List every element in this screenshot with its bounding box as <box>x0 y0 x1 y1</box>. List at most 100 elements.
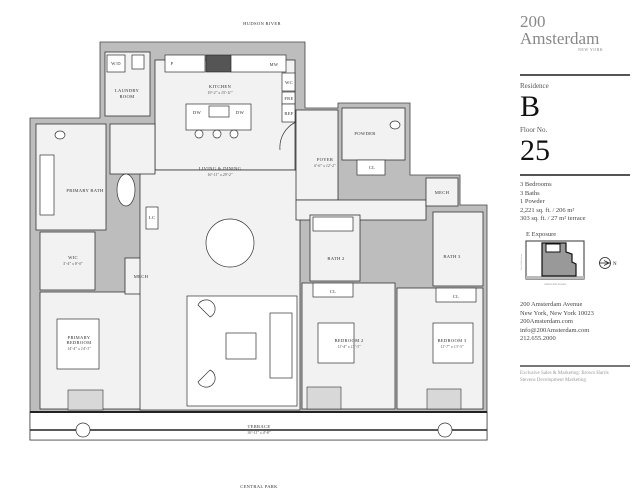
bedroom-2-dims: 11'-4" x 13'-3" <box>337 344 361 349</box>
north-arrow-icon: N <box>599 257 617 269</box>
wic-dims: 5'-4" x 8'-0" <box>63 261 83 266</box>
refrigerator-label: REF <box>284 111 293 116</box>
spec-bedrooms: 3 Bedrooms <box>520 181 552 188</box>
address-line1: 200 Amsterdam Avenue <box>520 301 583 308</box>
terrace-table <box>75 422 91 438</box>
floor-label: Floor No. <box>520 126 548 134</box>
sales-footer: Exclusive Sales & Marketing: Brown Harri… <box>520 370 609 384</box>
bath-3-label: BATH 3 <box>443 254 461 259</box>
primary-bedroom-label-2: BEDROOM <box>66 340 91 345</box>
sofa <box>269 312 293 379</box>
freezer-label: FRE <box>284 96 293 101</box>
desk-3 <box>426 388 462 410</box>
toilet <box>54 130 66 140</box>
pantry-cabinet <box>164 54 206 73</box>
foyer-label: FOYER <box>317 157 334 162</box>
washer-dryer <box>106 54 126 73</box>
desk <box>67 389 104 411</box>
coffee-table <box>225 332 257 360</box>
wine-cooler-label: WC <box>285 80 293 85</box>
laundry-label: LAUNDRY <box>115 88 140 93</box>
closet-3 <box>435 287 477 303</box>
terrace-dims: 36'-11" x 4'-8" <box>247 430 271 435</box>
north-label: N <box>613 262 617 267</box>
website-link[interactable]: 200Amsterdam.com <box>520 318 573 325</box>
south-orientation-label: CENTRAL PARK <box>240 484 278 489</box>
desk-2 <box>306 386 342 410</box>
bedroom-3-label: BEDROOM 3 <box>437 338 467 343</box>
keyplan-side-label: West 69th Street <box>520 253 523 270</box>
brand-logo-line2: Amsterdam <box>520 29 600 48</box>
floor-value: 25 <box>520 134 550 167</box>
linen-closet <box>145 206 159 230</box>
bedroom-2-label: BEDROOM 2 <box>334 338 364 343</box>
key-plan-unit-highlight <box>545 243 561 253</box>
stool <box>194 129 204 139</box>
divider <box>520 365 630 367</box>
footer-line2: Stevens Development Marketing <box>520 378 586 383</box>
microwave-label: MW <box>269 62 278 67</box>
divider <box>520 174 630 176</box>
brand-logo-line3: NEW YORK <box>578 47 604 52</box>
wic-label: WIC <box>68 255 78 260</box>
armchair <box>197 369 216 388</box>
unit-specs: 3 Bedrooms 3 Baths 1 Powder 2,221 sq. ft… <box>520 181 586 224</box>
floor-plan: HUDSON RIVER CENTRAL PARK P MW WC FRE RE… <box>29 21 488 489</box>
email-link[interactable]: info@200Amsterdam.com <box>520 326 590 334</box>
washer-dryer-label: W/D <box>111 61 121 66</box>
laundry-label-2: ROOM <box>120 94 135 99</box>
living-dining-dims: 16'-11" x 29'-2" <box>207 172 233 177</box>
dishwasher-label: DW <box>193 110 202 115</box>
island-sink <box>208 105 230 118</box>
laundry-sink <box>131 54 145 70</box>
spec-interior-area: 2,221 sq. ft. / 206 m² <box>520 206 575 214</box>
kitchen-dims: 19'-2" x 15'-11" <box>207 90 233 95</box>
powder-room <box>341 107 406 161</box>
shower <box>109 123 156 175</box>
closet-2 <box>312 282 354 298</box>
key-plan: West 69th Street Amsterdam Avenue N <box>520 240 617 286</box>
brand-logo-line1: 200 <box>520 12 546 31</box>
bathtub-2 <box>312 216 354 232</box>
mech-room-right <box>425 177 459 207</box>
pantry-label: P <box>171 61 174 66</box>
closet <box>356 159 386 176</box>
divider <box>520 74 630 76</box>
spec-baths: 3 Baths <box>520 189 540 197</box>
address-line2: New York, New York 10023 <box>520 309 594 317</box>
primary-bedroom-label: PRIMARY <box>68 335 91 340</box>
powder-label: POWDER <box>354 131 376 136</box>
vanity <box>39 154 55 216</box>
residence-label: Residence <box>520 82 549 90</box>
foyer-dims: 6'-6" x 12'-2" <box>314 163 336 168</box>
entry-door[interactable] <box>279 121 297 151</box>
closet-3-label: CL <box>453 294 459 299</box>
terrace-label: TERRACE <box>247 424 270 429</box>
kitchen-label: KITCHEN <box>209 84 232 89</box>
phone-number: 212.655.2000 <box>520 335 556 342</box>
exposure-label: E Exposure <box>526 231 557 238</box>
spec-powder: 1 Powder <box>520 198 545 205</box>
primary-bath-label: PRIMARY BATH <box>66 188 104 193</box>
spec-terrace-area: 303 sq. ft. / 27 m² terrace <box>520 215 586 222</box>
walk-in-closet <box>39 231 96 291</box>
foyer <box>295 109 339 201</box>
wine-cooler <box>281 72 296 92</box>
bed-2 <box>317 322 355 364</box>
bath-3 <box>432 211 484 287</box>
stool <box>212 129 222 139</box>
info-panel: 200 Amsterdam NEW YORK Residence B Floor… <box>520 12 630 383</box>
contact-info: 200 Amsterdam Avenue New York, New York … <box>520 301 594 344</box>
bed-3 <box>432 322 474 364</box>
north-orientation-label: HUDSON RIVER <box>243 21 281 26</box>
stool <box>229 129 239 139</box>
toilet <box>389 120 401 130</box>
closet-label: CL <box>369 165 375 170</box>
armchair <box>197 299 216 318</box>
living-dining-label: LIVING & DINING <box>199 166 242 171</box>
linen-closet-label: LC <box>149 215 155 220</box>
dining-table <box>205 218 255 268</box>
mech-left-label: MECH <box>134 274 149 279</box>
primary-bedroom-dims: 14'-4" x 14'-3" <box>67 346 91 351</box>
terrace-table-2 <box>437 422 453 438</box>
